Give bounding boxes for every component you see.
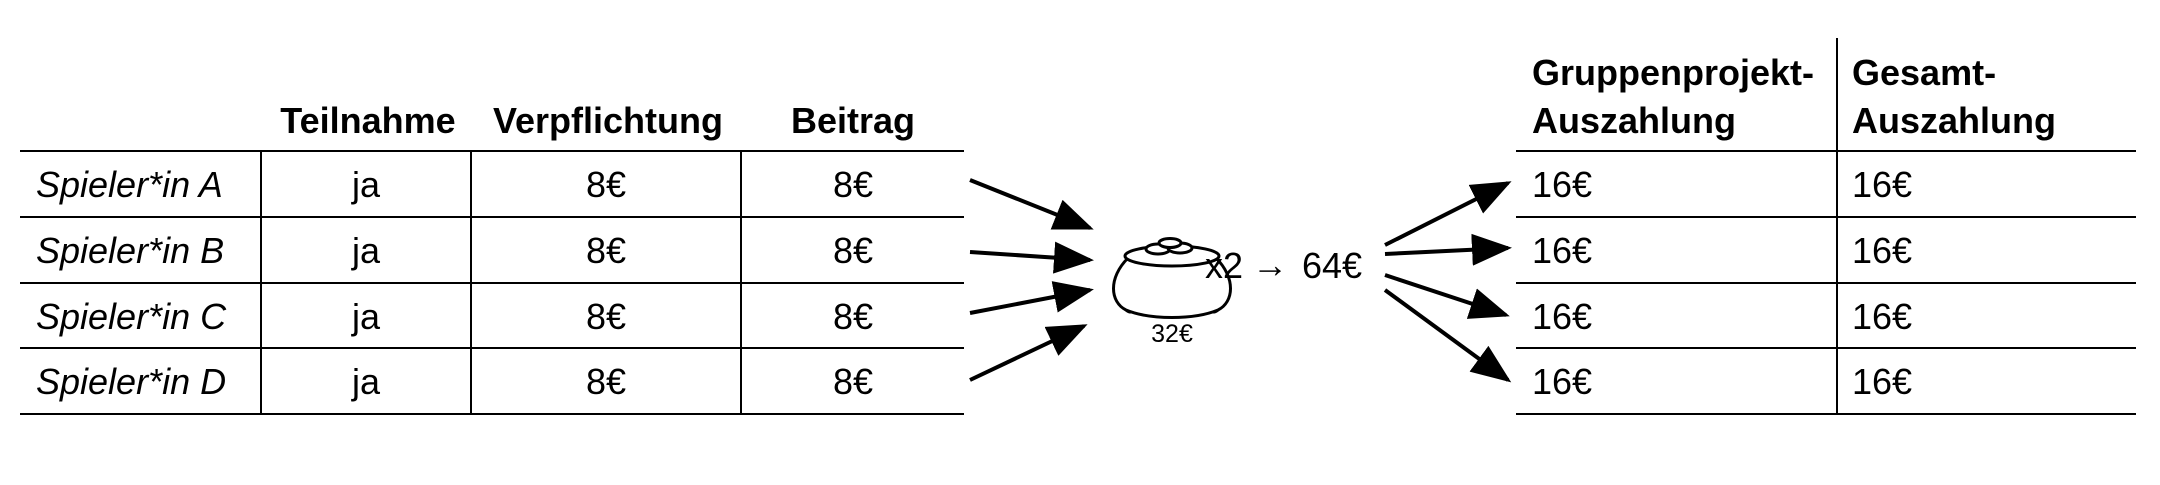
arrow-pot-to-b bbox=[1384, 233, 1512, 266]
row-divider bbox=[1516, 347, 2136, 349]
pot-amount: 32€ bbox=[1151, 320, 1193, 348]
gruppenprojekt-cell: 16€ bbox=[1532, 164, 1593, 205]
header-teilnahme: Teilnahme bbox=[280, 100, 456, 141]
row-divider bbox=[20, 347, 964, 349]
gruppenprojekt-cell: 16€ bbox=[1532, 230, 1593, 271]
gesamt-cell: 16€ bbox=[1852, 164, 1913, 205]
gesamt-cell: 16€ bbox=[1852, 230, 1913, 271]
verpflichtung-cell: 8€ bbox=[585, 296, 627, 337]
row-divider bbox=[20, 413, 964, 415]
teilnahme-cell: ja bbox=[351, 230, 381, 271]
pot-of-coins-icon bbox=[1112, 237, 1232, 319]
beitrag-cell: 8€ bbox=[832, 164, 874, 205]
arrow-c-to-pot bbox=[969, 281, 1094, 315]
arrow-b-to-pot bbox=[969, 241, 1094, 274]
arrow-a-to-pot bbox=[969, 178, 1094, 230]
row-divider bbox=[1516, 282, 2136, 284]
pot-total: 64€ bbox=[1302, 245, 1363, 286]
beitrag-cell: 8€ bbox=[832, 361, 874, 402]
beitrag-cell: 8€ bbox=[832, 296, 874, 337]
arrow-pot-to-c bbox=[1384, 273, 1510, 319]
gruppenprojekt-cell: 16€ bbox=[1532, 296, 1593, 337]
row-divider bbox=[1516, 413, 2136, 415]
player-label: Spieler*in B bbox=[36, 230, 225, 271]
header-gruppenprojekt-line1: Gruppenprojekt- bbox=[1532, 52, 1815, 93]
player-label: Spieler*in D bbox=[36, 361, 227, 402]
player-label: Spieler*in C bbox=[36, 296, 227, 337]
player-label: Spieler*in A bbox=[36, 164, 223, 205]
teilnahme-cell: ja bbox=[351, 361, 381, 402]
header-gruppenprojekt-line2: Auszahlung bbox=[1532, 100, 1736, 141]
arrow-d-to-pot bbox=[969, 324, 1088, 382]
arrow-pot-to-d bbox=[1383, 288, 1512, 383]
verpflichtung-cell: 8€ bbox=[585, 230, 627, 271]
arrow-pot-to-a bbox=[1384, 181, 1512, 247]
header-verpflichtung: Verpflichtung bbox=[492, 100, 723, 141]
gruppenprojekt-cell: 16€ bbox=[1532, 361, 1593, 402]
header-beitrag: Beitrag bbox=[790, 100, 916, 141]
teilnahme-cell: ja bbox=[351, 164, 381, 205]
column-divider bbox=[470, 150, 472, 415]
row-divider bbox=[20, 282, 964, 284]
beitrag-cell: 8€ bbox=[832, 230, 874, 271]
header-gesamt-line2: Auszahlung bbox=[1852, 100, 2056, 141]
row-divider bbox=[20, 216, 964, 218]
column-divider bbox=[260, 150, 262, 415]
column-divider bbox=[740, 150, 742, 415]
gesamt-cell: 16€ bbox=[1852, 361, 1913, 402]
teilnahme-cell: ja bbox=[351, 296, 381, 337]
verpflichtung-cell: 8€ bbox=[585, 164, 627, 205]
column-divider bbox=[1836, 38, 1838, 415]
right-arrow-icon: → bbox=[1252, 244, 1288, 285]
row-divider bbox=[1516, 150, 2136, 152]
header-gesamt-line1: Gesamt- bbox=[1852, 52, 1997, 93]
row-divider bbox=[20, 150, 964, 152]
gesamt-cell: 16€ bbox=[1852, 296, 1913, 337]
multiplier-label: x2 bbox=[1205, 245, 1244, 286]
row-divider bbox=[1516, 216, 2136, 218]
verpflichtung-cell: 8€ bbox=[585, 361, 627, 402]
